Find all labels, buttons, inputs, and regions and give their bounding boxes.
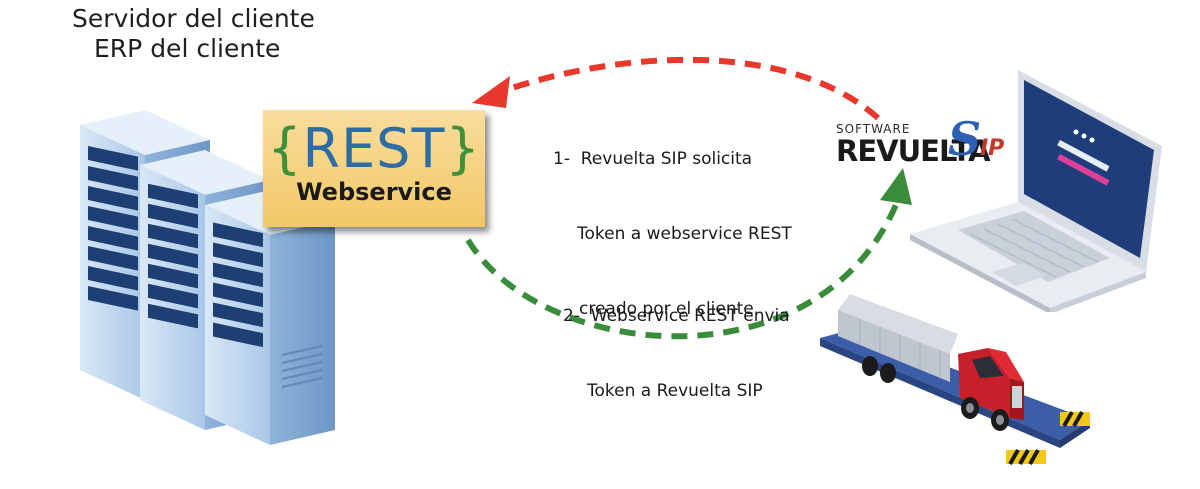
server-title-line1: Servidor del cliente <box>72 4 315 33</box>
response-arrow <box>465 198 901 340</box>
truck-on-scale-icon <box>820 294 1090 465</box>
response-arrow-head <box>880 168 912 205</box>
step2-line2: Token a Revuelta SIP <box>587 381 763 401</box>
laptop-icon <box>910 70 1162 312</box>
webservice-label: Webservice <box>296 178 452 206</box>
rest-brace-open: { <box>267 117 303 180</box>
server-title-line2: ERP del cliente <box>94 34 281 63</box>
rest-brace-close: } <box>445 117 481 180</box>
step2-line1: 2- Webservice REST envia <box>563 306 790 326</box>
step1-line2: Token a webservice REST <box>577 224 792 244</box>
brand-ip-letters: IP <box>980 136 1005 161</box>
brand-s-letter: S <box>948 112 982 166</box>
step2-text: 2- Webservice REST envia Token a Revuelt… <box>563 254 790 429</box>
request-arrow <box>499 56 880 121</box>
step1-line3: creado por el cliente <box>579 299 754 319</box>
brand-name: REVUELTA <box>836 134 991 168</box>
server-title: Servidor del cliente ERP del cliente <box>72 4 352 64</box>
request-arrow-head <box>472 76 510 108</box>
rest-word: REST <box>302 117 446 180</box>
rest-logo: {REST} <box>263 120 485 178</box>
step1-text: 1- Revuelta SIP solicita Token a webserv… <box>553 97 792 347</box>
brand-software-label: SOFTWARE <box>836 122 911 136</box>
rest-webservice-box: {REST} Webservice <box>263 110 485 227</box>
step1-line1: 1- Revuelta SIP solicita <box>553 149 753 169</box>
